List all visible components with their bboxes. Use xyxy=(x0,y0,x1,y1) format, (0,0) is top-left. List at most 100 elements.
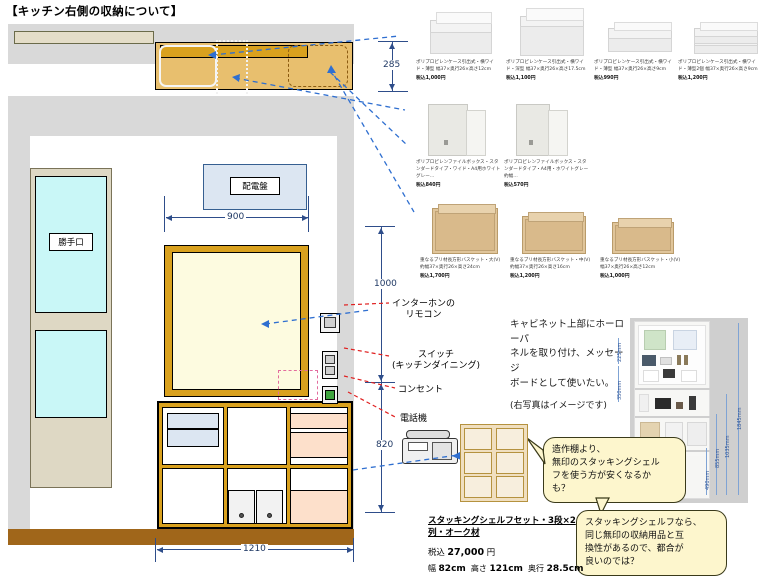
callout-switch-line1: スイッチ xyxy=(418,350,455,360)
callout-switch-line2: (キッチンダイニング) xyxy=(392,361,481,372)
cabinet-file-box-left xyxy=(228,490,255,524)
photo-dim-line-490 xyxy=(706,448,708,495)
back-door-glass-upper xyxy=(35,176,107,313)
product-price-2: 税込1,100円 xyxy=(506,75,536,81)
dim-1210-arrow-right xyxy=(347,547,353,553)
dim-820-label: 820 xyxy=(374,440,396,450)
memo-line-4: (右写真はイメージです) xyxy=(510,400,607,411)
dim-1210-tick-left xyxy=(155,538,157,562)
switch-rocker-top xyxy=(325,355,335,364)
product-image-basket-large xyxy=(432,202,498,254)
dim-width-label: 幅 xyxy=(428,564,436,573)
dim-1210-arrow-left xyxy=(157,547,163,553)
dim-1210-label: 1210 xyxy=(241,544,268,554)
stacking-shelf-dimensions: 幅 82cm 高さ 121cm 奥行 28.5cm xyxy=(428,563,584,574)
file-box-knob-right xyxy=(267,513,272,518)
product-image-file-box-1 xyxy=(428,104,486,156)
photo-shelf-divider-2 xyxy=(635,416,711,418)
switch-rocker-bottom xyxy=(325,366,335,375)
callout-outlet: コンセント xyxy=(398,385,443,396)
product-desc-file-box-1: ポリプロピレンファイルボックス・スタンダードタイプ・ワイド・A4用ホワイトグレー… xyxy=(416,160,502,189)
product-price-7: 税込1,700円 xyxy=(420,273,450,279)
stacking-shelf-title-line1: スタッキングシェルフセット・3段×2 xyxy=(428,516,576,526)
photo-dim-line-350 xyxy=(618,366,620,402)
product-desc-pp-case-1: ポリプロピレンケース引出式・横ワイド・薄型 幅37×奥行26×高さ12cm 税込… xyxy=(416,60,502,82)
cabinet-file-box-right xyxy=(256,490,283,524)
product-price-1: 税込1,000円 xyxy=(416,75,446,81)
memo-line-2: ネルを取り付け、メッセージ xyxy=(510,348,624,375)
product-desc-pp-case-4: ポリプロピレンケース引出式・横ワイド・薄型2個 幅37×奥行26×高さ9cm 税… xyxy=(678,60,763,82)
price-suffix: 円 xyxy=(486,547,496,557)
callout-intercom-line2: リモコン xyxy=(405,310,442,321)
dim-height-label: 高さ xyxy=(470,564,487,573)
memo-line-3: ボードとして使いたい。 xyxy=(510,377,615,389)
upper-cabinet-door-left xyxy=(159,45,217,87)
dim-900-label: 900 xyxy=(225,212,247,222)
product-desc-file-box-2: ポリプロピレンファイルボックス・スタンダードタイプ・A4用・ホワイトグレー 約幅… xyxy=(504,160,590,189)
bubble-cost-line-3: フを使う方が安くなるか xyxy=(552,471,652,482)
shelf-cell-1 xyxy=(464,428,492,450)
dim-height-value: 121cm xyxy=(489,564,523,574)
dim-1210-tick-right xyxy=(353,538,355,562)
photo-dim-1035: 1035mm xyxy=(725,435,731,458)
callout-telephone-line1: 電話機 xyxy=(400,414,428,424)
photo-dim-490: 490mm xyxy=(705,470,711,490)
product-desc-text-4: ポリプロピレンケース引出式・横ワイド・薄型2個 幅37×奥行26×高さ9cm xyxy=(678,60,758,72)
dim-900-arrow-left xyxy=(166,215,172,221)
file-box-knob-left xyxy=(239,513,244,518)
product-desc-pp-case-3: ポリプロピレンケース引出式・横ワイド・薄型 幅37×奥行26×高さ9cm 税込9… xyxy=(594,60,680,82)
product-price-4: 税込1,200円 xyxy=(678,75,708,81)
bubble-compat-line-1: スタッキングシェルフなら、 xyxy=(585,518,702,528)
cabinet-basket-r2c3 xyxy=(290,490,348,524)
upper-wall-rail xyxy=(14,31,154,44)
callout-intercom-line1: インターホンの xyxy=(392,299,456,309)
product-image-pp-case-1 xyxy=(430,12,492,54)
stacking-shelf-title: スタッキングシェルフセット・3段×2 列・オーク材 xyxy=(428,515,580,540)
product-desc-basket-medium: 重なるブリ材長方形バスケット・中(V) 約幅37×奥行26×高さ16cm 税込1… xyxy=(510,258,596,280)
dim-depth-label: 奥行 xyxy=(528,564,545,573)
product-desc-basket-large: 重なるブリ材長方形バスケット・大(V) 約幅37×奥行26×高さ24cm 税込1… xyxy=(420,258,506,280)
wall-left-gray xyxy=(8,114,30,544)
memo-note: キャビネット上部にホーローパ ネルを取り付け、メッセージ ボードとして使いたい。… xyxy=(510,318,630,414)
bubble-cost-line-2: 無印のスタッキングシェル xyxy=(552,458,660,469)
shelf-cell-6 xyxy=(496,476,524,498)
dim-285-tick-bottom xyxy=(378,91,408,93)
product-price-9: 税込1,000円 xyxy=(600,273,630,279)
product-desc-text-7: 重なるブリ材長方形バスケット・大(V) 約幅37×奥行26×高さ24cm xyxy=(420,258,501,270)
product-price-3: 税込990円 xyxy=(594,75,619,81)
page-title: 【キッチン右側の収納について】 xyxy=(6,4,183,18)
cabinet-basket-r1c3-a xyxy=(290,413,348,429)
product-desc-text-3: ポリプロピレンケース引出式・横ワイド・薄型 幅37×奥行26×高さ9cm xyxy=(594,60,672,72)
telephone-illustration xyxy=(400,428,462,466)
photo-shelf-divider-1 xyxy=(635,388,711,390)
photo-dim-855: 855mm xyxy=(715,448,721,468)
product-price-5: 税込840円 xyxy=(416,182,441,188)
photo-dim-225: 225mm xyxy=(617,342,623,362)
catalog-row-2: ポリプロピレンファイルボックス・スタンダードタイプ・ワイド・A4用ホワイトグレー… xyxy=(412,100,763,192)
shelf-cell-3 xyxy=(464,452,492,474)
dim-1000-arrow-down xyxy=(378,375,384,381)
price-prefix: 税込 xyxy=(428,547,445,557)
photo-dim-line-1035 xyxy=(726,394,728,495)
dim-900-tick-left xyxy=(164,196,166,232)
callout-switch: スイッチ (キッチンダイニング) xyxy=(392,350,480,373)
wall-upper-gray xyxy=(8,96,354,114)
product-desc-text-6: ポリプロピレンファイルボックス・スタンダードタイプ・A4用・ホワイトグレー 約幅… xyxy=(504,160,589,179)
product-image-file-box-2 xyxy=(516,104,568,156)
price-value: 27,000 xyxy=(447,547,485,558)
product-price-6: 税込570円 xyxy=(504,182,529,188)
callout-outlet-line1: コンセント xyxy=(398,385,444,395)
shelf-cell-4 xyxy=(496,452,524,474)
dim-width-value: 82cm xyxy=(438,564,466,574)
cabinet-drawer-bottom xyxy=(167,429,219,447)
catalog-row-1: ポリプロピレンケース引出式・横ワイド・薄型 幅37×奥行26×高さ12cm 税込… xyxy=(412,4,763,96)
product-price-8: 税込1,200円 xyxy=(510,273,540,279)
bubble-cost-line-4: も？ xyxy=(552,484,571,495)
dim-1000-label: 1000 xyxy=(372,279,399,289)
product-desc-pp-case-2: ポリプロピレンケース引出式・横ワイド・深型 幅37×奥行26×高さ17.5cm … xyxy=(506,60,592,82)
product-desc-text-1: ポリプロピレンケース引出式・横ワイド・薄型 幅37×奥行26×高さ12cm xyxy=(416,60,494,72)
cabinet-drawer-top xyxy=(167,413,219,429)
dim-820-arrow-down xyxy=(378,505,384,511)
product-image-pp-case-4 xyxy=(694,22,758,54)
outlet-indicator xyxy=(325,390,335,400)
